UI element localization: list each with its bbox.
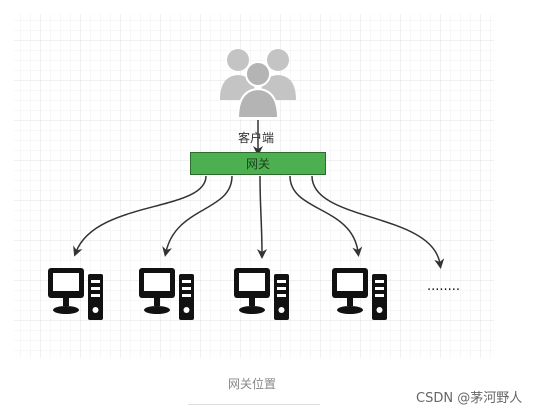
- gateway-label: 网关: [245, 157, 270, 171]
- computer-4-icon: [332, 268, 387, 320]
- computer-1-icon: [48, 268, 103, 320]
- csdn-watermark: CSDN @茅河野人: [416, 391, 523, 406]
- gateway-arrow-4: [289, 175, 363, 257]
- computer-2-icon: [139, 268, 194, 320]
- gateway-arrow-3: [256, 175, 267, 259]
- gateway-arrow-2: [162, 175, 233, 257]
- computer-3-icon: [234, 268, 289, 320]
- gateway-arrow-5: [311, 175, 445, 269]
- client-label: 客户端: [238, 131, 275, 145]
- users-icon: [220, 49, 296, 119]
- caption-divider: [188, 404, 320, 405]
- figure-caption: 网关位置: [228, 377, 277, 391]
- more-computers-ellipsis: ........: [427, 279, 461, 294]
- gateway-box: 网关: [190, 152, 326, 175]
- computers-group: [48, 268, 387, 320]
- gateway-arrow-1: [73, 175, 207, 257]
